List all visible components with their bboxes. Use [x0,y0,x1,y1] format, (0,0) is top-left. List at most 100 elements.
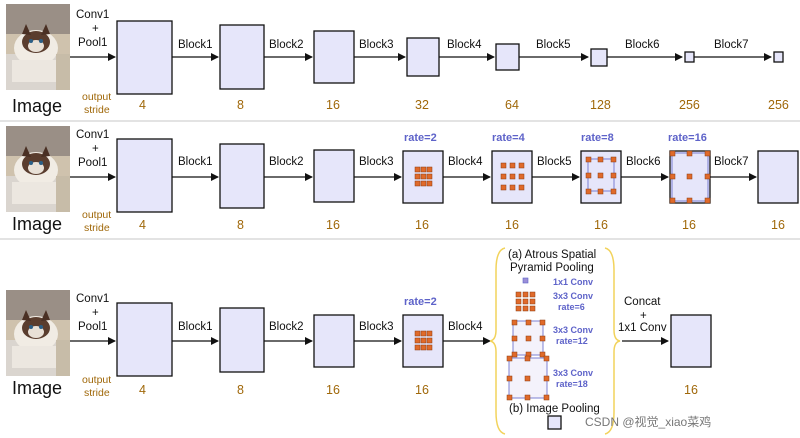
rate-label: rate=4 [492,132,526,144]
aspp-branch-label: 3x3 Conv [553,368,593,378]
output-stride-label: stride [84,222,110,234]
stride-value: 16 [326,383,340,397]
aspp-branch-label: 3x3 Conv [553,325,593,335]
pool1-label: Pool1 [78,321,107,333]
conv1-label: Conv1 [76,129,109,141]
feature-map-block [116,138,173,213]
block-label: Block6 [626,156,661,168]
atrous-kernel-dots [414,330,433,351]
stride-value: 4 [139,98,146,112]
pool1-label: Pool1 [78,157,107,169]
stride-value: 16 [682,218,696,232]
stride-value: 16 [326,218,340,232]
row-separator [0,238,800,240]
stride-value: 16 [771,218,785,232]
block-label: Block2 [269,321,304,333]
feature-map-block [313,30,355,84]
block-label: Block7 [714,156,749,168]
rate-label: rate=16 [668,132,707,144]
stride-value: 128 [590,98,611,112]
atrous-kernel-dots [669,150,711,204]
image-label: Image [12,214,62,234]
block-label: Block3 [359,321,394,333]
aspp-branch-label: 3x3 Conv [553,291,593,301]
output-stride-label: output [82,91,111,103]
feature-map-block [116,20,173,95]
concat-label: Concat [624,296,661,308]
block-label: Block1 [178,39,213,51]
block-label: Block6 [625,39,660,51]
image-label: Image [12,378,62,398]
block-label: Block2 [269,156,304,168]
stride-value: 16 [594,218,608,232]
plus-label: + [92,307,99,319]
stride-value: 32 [415,98,429,112]
plus-label: + [92,23,99,35]
atrous-kernel-dots [414,166,433,187]
image-pooling-box [547,415,562,430]
block-label: Block1 [178,156,213,168]
rate-label: rate=2 [404,132,437,144]
block-label: Block5 [537,156,572,168]
conv1-label: Conv1 [76,293,109,305]
feature-map-block [773,51,784,63]
atrous-kernel-dots [585,156,617,195]
stride-value: 8 [237,98,244,112]
output-stride-label: stride [84,387,110,399]
block-label: Block3 [359,39,394,51]
stride-value: 16 [684,383,698,397]
feature-map-block [495,43,520,71]
block-label: Block4 [448,321,483,333]
feature-map-block [313,314,355,368]
aspp-kernel-rate12 [511,319,546,358]
output-stride-label: stride [84,104,110,116]
stride-value: 256 [679,98,700,112]
aspp-title: Pyramid Pooling [510,262,594,274]
row-2: Image Conv1 + Pool1 output stride Block1… [6,126,799,234]
stride-value: 16 [415,218,429,232]
stride-value: 64 [505,98,519,112]
aspp-branch-label: rate=6 [558,302,585,312]
aspp-left-brace [489,247,506,435]
input-image-thumbnail [6,4,70,90]
feature-map-block [684,51,695,63]
stride-value: 4 [139,218,146,232]
feature-map-block [406,37,440,77]
stride-value: 4 [139,383,146,397]
feature-map-block [219,307,265,373]
aspp-kernel-rate6 [515,291,536,312]
block-label: Block2 [269,39,304,51]
conv1x1-kernel [522,277,529,284]
row-3: Image Conv1 + Pool1 output stride Block1… [6,247,712,435]
feature-map-block [219,24,265,90]
stride-value: 16 [326,98,340,112]
block-label: Block5 [536,39,571,51]
plus-label: + [92,143,99,155]
atrous-kernel-dots [500,162,525,191]
aspp-branch-label: rate=18 [556,379,588,389]
aspp-branch-label: rate=12 [556,336,588,346]
stride-value: 256 [768,98,789,112]
image-label: Image [12,96,62,116]
block-label: Block3 [359,156,394,168]
block-label: Block1 [178,321,213,333]
stride-value: 16 [505,218,519,232]
concat-label: 1x1 Conv [618,322,667,334]
stride-value: 16 [415,383,429,397]
stride-value: 8 [237,383,244,397]
aspp-title: (a) Atrous Spatial [508,249,596,261]
input-image-thumbnail [6,290,70,376]
pool1-label: Pool1 [78,37,107,49]
row-separator [0,120,800,122]
output-stride-label: output [82,209,111,221]
feature-map-block [313,149,355,203]
feature-map-block [116,302,173,377]
watermark: CSDN @视觉_xiao菜鸡 [585,414,711,429]
aspp-branch-label: 1x1 Conv [553,277,593,287]
feature-map-block [757,150,799,204]
concat-label: + [640,310,647,322]
conv1-label: Conv1 [76,9,109,21]
aspp-right-brace [604,247,621,435]
rate-label: rate=8 [581,132,614,144]
